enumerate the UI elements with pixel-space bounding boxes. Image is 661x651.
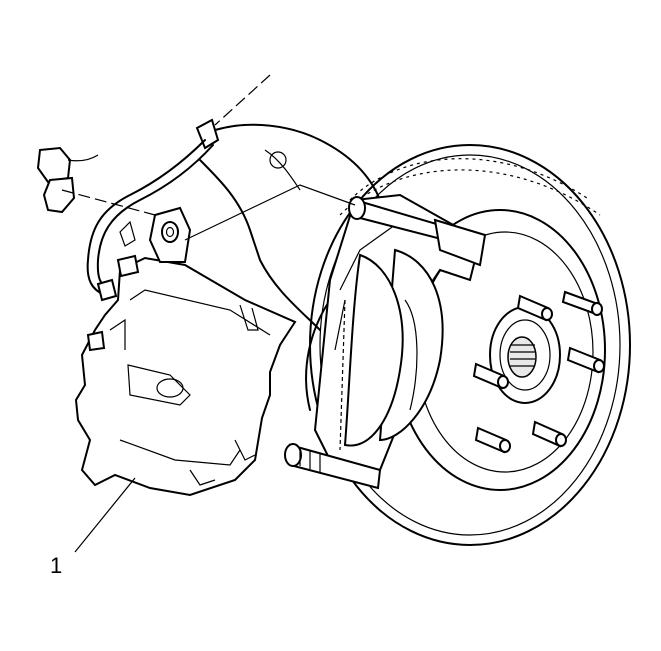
callout-number-1: 1 — [50, 553, 63, 578]
brake-caliper — [74, 254, 297, 497]
wheel-stud — [472, 362, 509, 390]
caliper-guide-pin-lower — [284, 443, 382, 490]
caliper-mounting-bolt — [148, 206, 192, 263]
alignment-leader-lines — [61, 74, 356, 241]
brake-line-fitting — [36, 146, 99, 214]
wheel-hub — [489, 306, 561, 404]
brake-hose — [86, 118, 220, 302]
caliper-guide-pin-upper — [348, 196, 487, 267]
brake-pad-inner — [343, 253, 404, 447]
wheel-stud — [474, 426, 511, 454]
callout-leader-line — [74, 477, 136, 553]
wheel-stud — [566, 346, 605, 374]
wheel-stud — [561, 290, 603, 316]
wheel-stud — [516, 294, 553, 322]
wheel-stud — [531, 420, 567, 448]
